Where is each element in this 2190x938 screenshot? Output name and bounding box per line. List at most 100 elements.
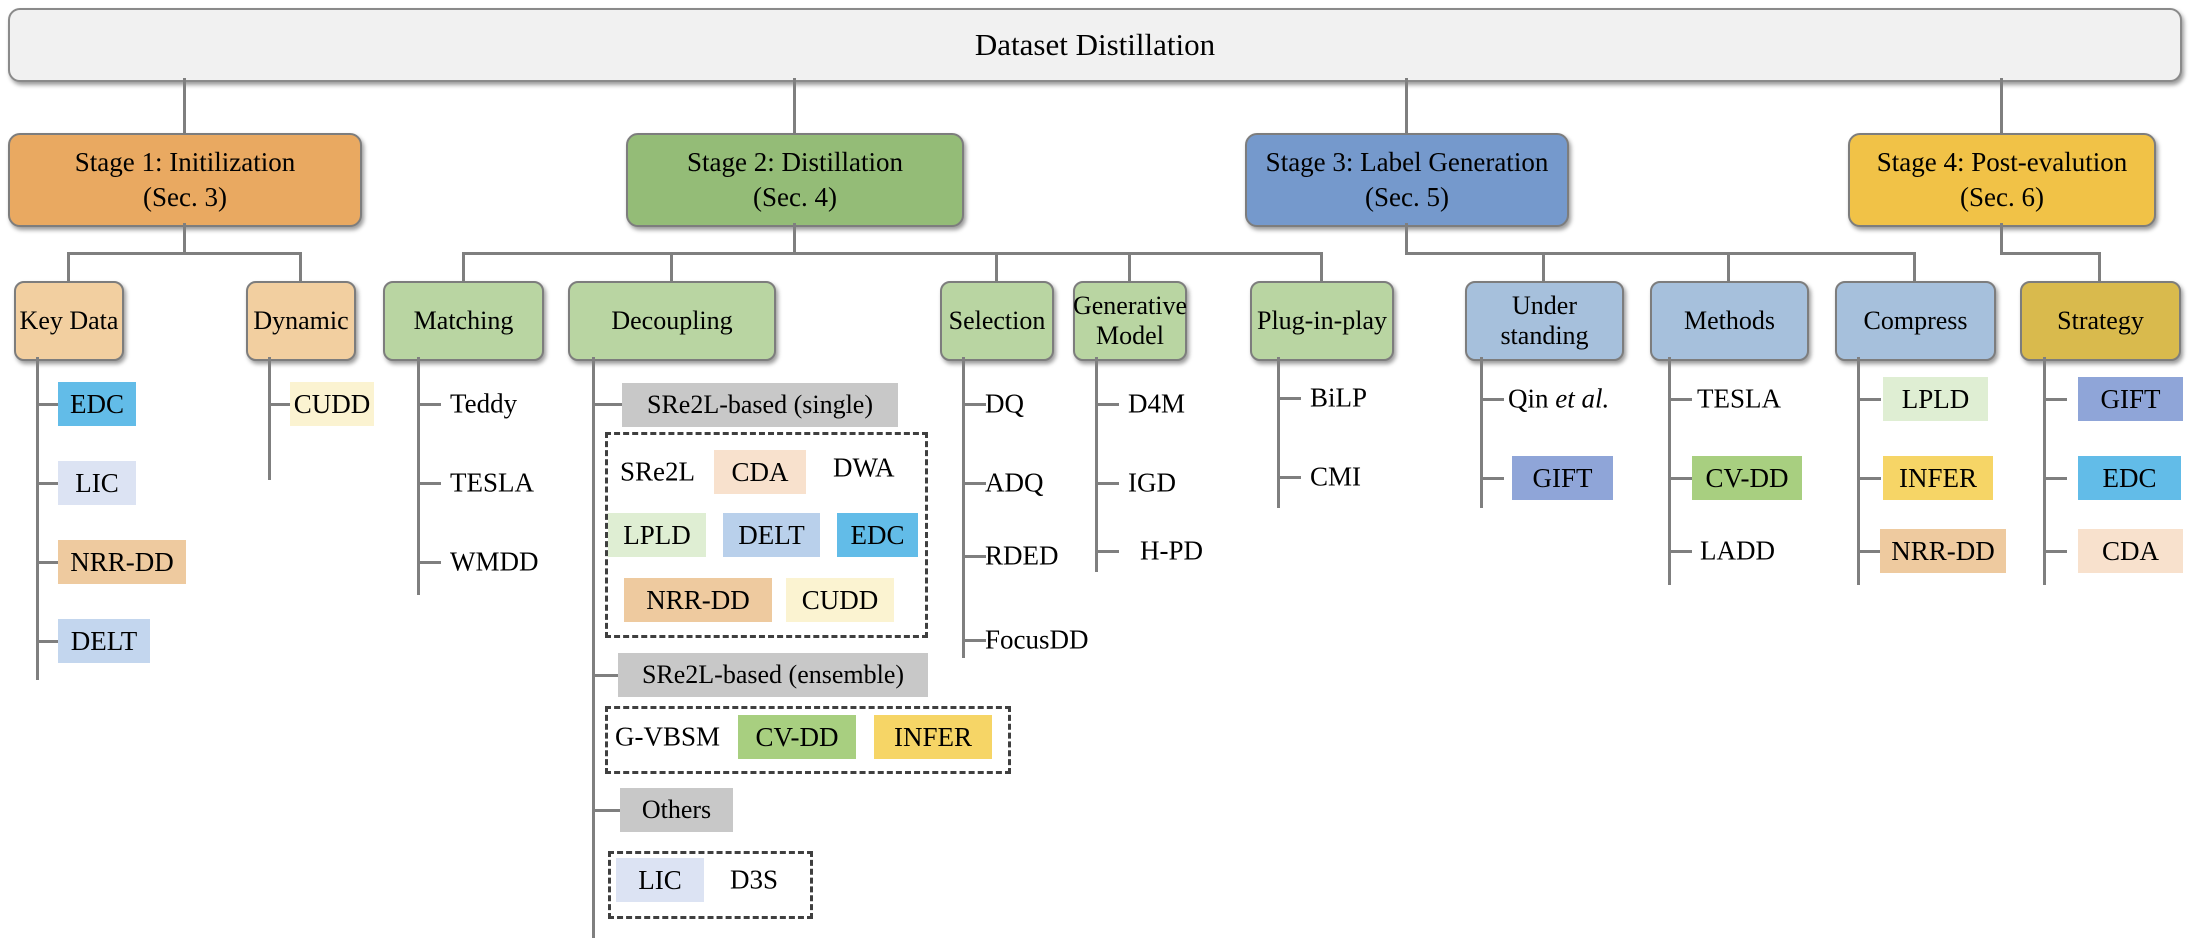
chip-cudd: CUDD (290, 382, 374, 426)
tick-tesla (417, 482, 441, 485)
leaf-tesla: TESLA (450, 467, 534, 498)
trunk-selection (962, 357, 965, 658)
tick-cudd (268, 403, 292, 406)
node-matching: Matching (383, 281, 544, 361)
tick-igd (1095, 482, 1119, 485)
root-node: Dataset Distillation (8, 8, 2182, 82)
drop-understanding (1542, 252, 1545, 281)
drop-decoupling (670, 252, 673, 281)
tick-edc-3 (2043, 477, 2067, 480)
tick-cv-dd-2 (1668, 477, 1692, 480)
group-others (608, 851, 813, 919)
node-generative-model: Generative Model (1073, 281, 1187, 361)
key-data-label: Key Data (19, 306, 119, 336)
node-understanding: Under standing (1465, 281, 1624, 361)
tick-rded (962, 555, 986, 558)
drop-matching (462, 252, 465, 281)
leaf-d3s: D3S (730, 864, 779, 895)
leaf-cmi: CMI (1310, 461, 1362, 492)
chip-lpld: LPLD (608, 513, 706, 557)
node-plug-in-play: Plug-in-play (1250, 281, 1394, 361)
node-stage1: Stage 1: Initilization (Sec. 3) (8, 133, 362, 227)
tick-dq (962, 403, 986, 406)
tick-nrr-dd (36, 561, 60, 564)
chip-cv-dd-2: CV-DD (1692, 456, 1802, 500)
tick-bilp (1277, 397, 1301, 400)
tick-lpld-2 (1857, 398, 1881, 401)
leaf-adq: ADQ (985, 467, 1044, 498)
chip-edc-3: EDC (2078, 456, 2181, 500)
tick-cda-2 (2043, 550, 2067, 553)
chip-gift: GIFT (1512, 456, 1613, 500)
connector-stage1-bus (183, 223, 186, 252)
dynamic-label: Dynamic (253, 306, 349, 336)
drop-compress (1913, 252, 1916, 281)
understanding-label-line2: standing (1500, 321, 1589, 350)
trunk-understanding (1480, 357, 1483, 508)
selection-label: Selection (948, 306, 1046, 336)
qin-prefix: Qin (1508, 383, 1556, 414)
header-others: Others (620, 788, 733, 832)
drop-plug-in-play (1320, 252, 1323, 281)
trunk-plug-in-play (1277, 357, 1280, 508)
tick-infer-2 (1857, 477, 1881, 480)
connector-root-stage2 (793, 78, 796, 133)
trunk-compress (1857, 357, 1860, 585)
chip-delt-2: DELT (723, 513, 820, 557)
leaf-g-vbsm: G-VBSM (615, 721, 721, 752)
stage2-sec: (Sec. 4) (753, 182, 837, 212)
node-decoupling: Decoupling (568, 281, 776, 361)
stage4-sec: (Sec. 6) (1960, 182, 2044, 212)
drop-generative-model (1128, 252, 1131, 281)
tick-adq (962, 482, 986, 485)
tick-teddy (417, 403, 441, 406)
node-dynamic: Dynamic (246, 281, 356, 361)
leaf-rded: RDED (985, 540, 1059, 571)
leaf-focusdd: FocusDD (985, 624, 1089, 655)
leaf-sre2l: SRe2L (620, 456, 696, 487)
group-sre2l-ensemble (605, 706, 1011, 774)
generative-model-label-line2: Model (1096, 321, 1164, 350)
leaf-dwa: DWA (833, 452, 895, 483)
node-compress: Compress (1835, 281, 1996, 361)
leaf-wmdd: WMDD (450, 546, 539, 577)
chip-edc: EDC (58, 382, 136, 426)
tick-gift-2 (2043, 398, 2067, 401)
trunk-dynamic (268, 357, 271, 480)
leaf-d4m: D4M (1128, 388, 1186, 419)
connector-root-stage3 (1405, 78, 1408, 133)
tick-d4m (1095, 403, 1119, 406)
chip-gift-2: GIFT (2078, 377, 2183, 421)
tick-others (592, 809, 620, 812)
matching-label: Matching (413, 306, 514, 336)
group-sre2l-single (605, 432, 928, 638)
trunk-strategy (2043, 357, 2046, 585)
tick-nrr-dd-3 (1857, 550, 1881, 553)
chip-infer-2: INFER (1883, 456, 1993, 500)
tick-sre2l-ensemble (592, 674, 618, 677)
stage1-label: Stage 1: Initilization (74, 146, 296, 177)
tick-sre2l-single (592, 403, 622, 406)
tick-gift (1480, 477, 1504, 480)
chip-cv-dd: CV-DD (738, 715, 856, 759)
node-stage2: Stage 2: Distillation (Sec. 4) (626, 133, 964, 227)
compress-label: Compress (1863, 306, 1968, 336)
node-selection: Selection (940, 281, 1054, 361)
trunk-generative (1095, 357, 1098, 572)
trunk-matching (417, 357, 420, 595)
stage2-label: Stage 2: Distillation (687, 146, 903, 177)
chip-nrr-dd-3: NRR-DD (1880, 529, 2006, 573)
chip-lic: LIC (58, 461, 136, 505)
tick-ladd (1668, 550, 1692, 553)
leaf-dq: DQ (985, 388, 1024, 419)
leaf-tesla-2: TESLA (1697, 383, 1781, 414)
trunk-key-data (36, 357, 39, 680)
tick-tesla-2 (1668, 398, 1692, 401)
tick-delt (36, 640, 60, 643)
decoupling-label: Decoupling (611, 306, 733, 336)
strategy-label: Strategy (2057, 306, 2144, 336)
drop-key-data (67, 252, 70, 281)
node-stage3: Stage 3: Label Generation (Sec. 5) (1245, 133, 1569, 227)
connector-root-stage1 (183, 78, 186, 133)
